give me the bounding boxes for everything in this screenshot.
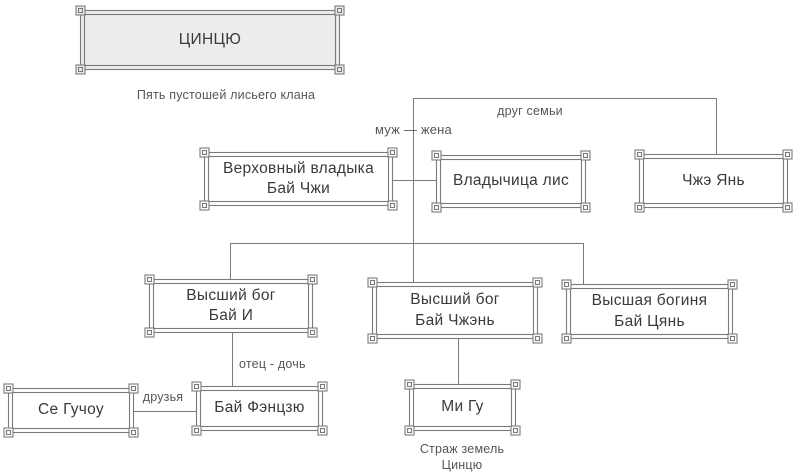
edge-label-friends: друзья (142, 390, 184, 404)
node-label-fox-queen: Владычица лис (452, 172, 570, 190)
connector-family-friend-up (413, 98, 414, 180)
node-label-bai-zhi: Верховный владыка Бай Чжи (222, 159, 375, 197)
connector-family-friend-top (413, 98, 716, 99)
connector-drop-bai-qian (583, 243, 584, 286)
node-label-bai-yi: Высший бог Бай И (186, 286, 276, 324)
connector-family-friend-down (716, 98, 717, 156)
node-label-bai-zhen: Высший бог Бай Чжэнь (410, 291, 500, 329)
connector-friends-line (133, 411, 197, 412)
connector-parents-children (413, 180, 414, 284)
edge-label-family-friend: друг семьи (497, 104, 563, 118)
edge-label-father-daughter: отец - дочь (239, 357, 306, 371)
edge-label-spouses: муж — жена (375, 122, 452, 137)
connector-bai-zhen-mi-gu (458, 337, 459, 386)
clan-caption: Пять пустошей лисьего клана (136, 88, 316, 102)
node-label-zhe-yan: Чжэ Янь (682, 171, 745, 189)
mi-gu-caption: Страж земель Цинцю (419, 442, 505, 472)
connector-children-branch (230, 243, 583, 244)
node-label-xie-guchou: Се Гучоу (38, 401, 104, 419)
connector-father-daughter (232, 331, 233, 388)
node-label-bai-qian: Высшая богиня Бай Цянь (591, 292, 708, 330)
node-bai-zhi: Верховный владыка Бай Чжи (199, 147, 398, 211)
node-mi-gu: Ми Гу (404, 379, 521, 436)
connector-drop-bai-yi (230, 243, 231, 281)
node-label-mi-gu: Ми Гу (441, 398, 484, 416)
clan-title-box: ЦИНЦЮ (75, 5, 345, 75)
node-zhe-yan: Чжэ Янь (634, 149, 793, 213)
node-bai-fengjiu: Бай Фэнцзю (191, 381, 328, 436)
node-xie-guchou: Се Гучоу (3, 383, 139, 438)
node-bai-qian: Высшая богиня Бай Цянь (561, 279, 738, 344)
node-fox-queen: Владычица лис (431, 150, 591, 213)
node-label-bai-fengjiu: Бай Фэнцзю (214, 399, 305, 417)
node-bai-yi: Высший бог Бай И (144, 274, 318, 338)
node-bai-zhen: Высший бог Бай Чжэнь (367, 277, 543, 344)
connector-spouses-line (392, 180, 437, 181)
clan-title: ЦИНЦЮ (178, 30, 242, 48)
